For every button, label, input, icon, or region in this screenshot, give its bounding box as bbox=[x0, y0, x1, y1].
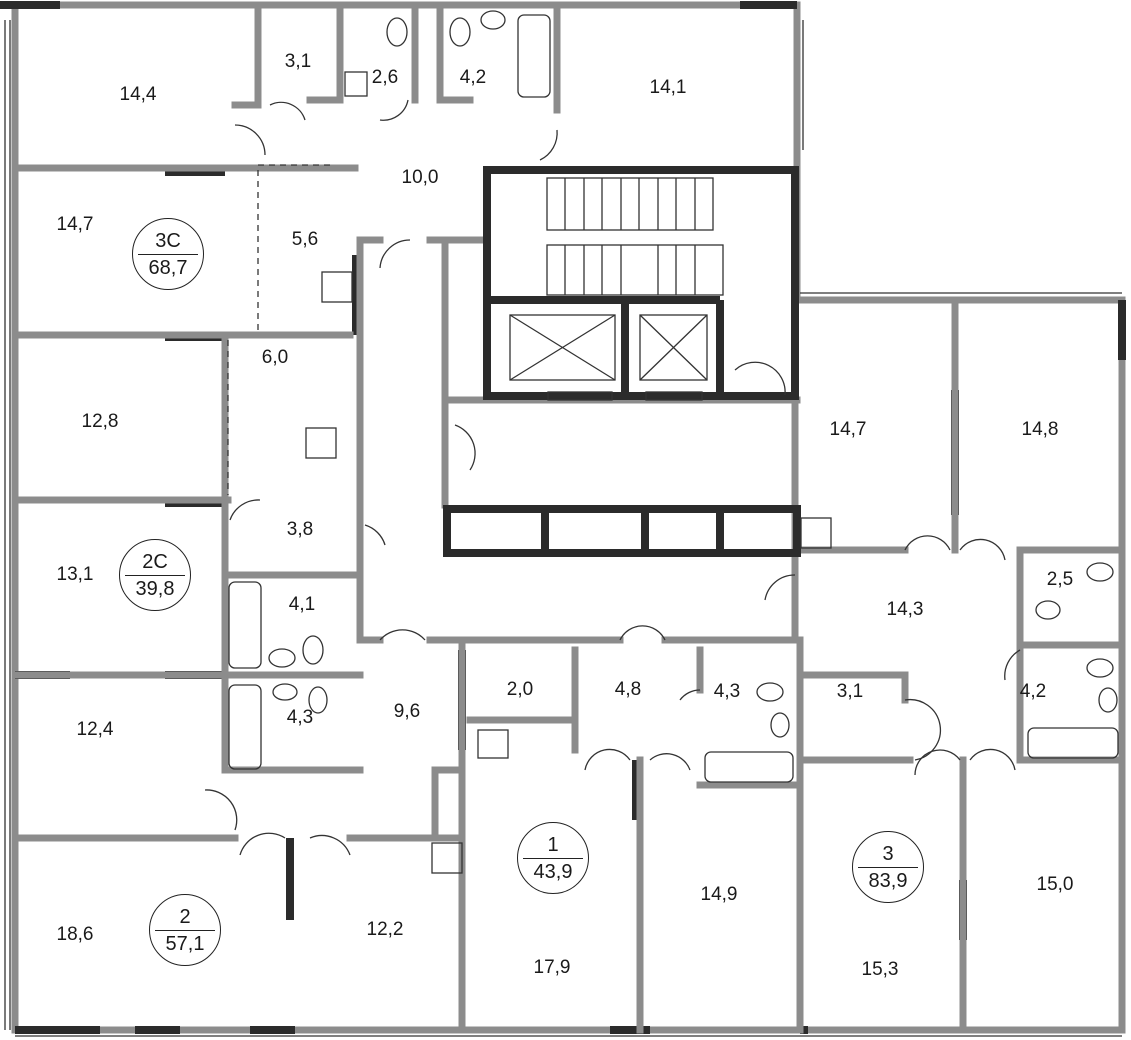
room-area: 6,0 bbox=[261, 347, 289, 368]
room-area: 4,2 bbox=[1019, 681, 1047, 702]
room-area: 3,1 bbox=[836, 681, 864, 702]
room-area: 14,1 bbox=[649, 77, 687, 98]
room-area: 4,1 bbox=[288, 594, 316, 615]
room-area: 14,7 bbox=[829, 419, 867, 440]
room-area: 18,6 bbox=[56, 924, 94, 945]
apartment-total-area: 83,9 bbox=[868, 869, 908, 892]
room-area: 4,3 bbox=[713, 681, 741, 702]
room-area: 15,3 bbox=[861, 959, 899, 980]
room-area: 4,2 bbox=[459, 67, 487, 88]
room-area: 14,9 bbox=[700, 884, 738, 905]
room-area: 5,6 bbox=[291, 229, 319, 250]
room-area: 12,8 bbox=[81, 411, 119, 432]
room-area: 2,5 bbox=[1046, 569, 1074, 590]
room-area: 14,8 bbox=[1021, 419, 1059, 440]
room-area: 10,0 bbox=[401, 167, 439, 188]
room-area: 4,3 bbox=[286, 707, 314, 728]
apartment-type: 2 bbox=[179, 905, 191, 928]
room-area: 4,8 bbox=[614, 679, 642, 700]
apartment-type: 2С bbox=[142, 550, 168, 573]
room-area: 2,0 bbox=[506, 679, 534, 700]
apartment-total-area: 39,8 bbox=[135, 577, 175, 600]
apartment-type: 3 bbox=[882, 842, 894, 865]
room-area: 17,9 bbox=[533, 957, 571, 978]
room-area: 14,3 bbox=[886, 599, 924, 620]
room-area: 2,6 bbox=[371, 67, 399, 88]
room-area: 9,6 bbox=[393, 701, 421, 722]
room-area: 12,4 bbox=[76, 719, 114, 740]
apartment-type: 3С bbox=[155, 229, 181, 252]
room-area: 12,2 bbox=[366, 919, 404, 940]
apartment-total-area: 43,9 bbox=[533, 860, 573, 883]
room-area: 3,8 bbox=[286, 519, 314, 540]
room-area: 15,0 bbox=[1036, 874, 1074, 895]
apartment-type: 1 bbox=[547, 833, 559, 856]
apartment-badge: 3С 68,7 bbox=[132, 218, 204, 290]
apartment-total-area: 57,1 bbox=[165, 932, 205, 955]
apartment-badge: 2С 39,8 bbox=[119, 539, 191, 611]
room-area: 14,4 bbox=[119, 84, 157, 105]
room-area: 3,1 bbox=[284, 51, 312, 72]
room-area: 14,7 bbox=[56, 214, 94, 235]
room-area: 13,1 bbox=[56, 564, 94, 585]
apartment-total-area: 68,7 bbox=[148, 256, 188, 279]
